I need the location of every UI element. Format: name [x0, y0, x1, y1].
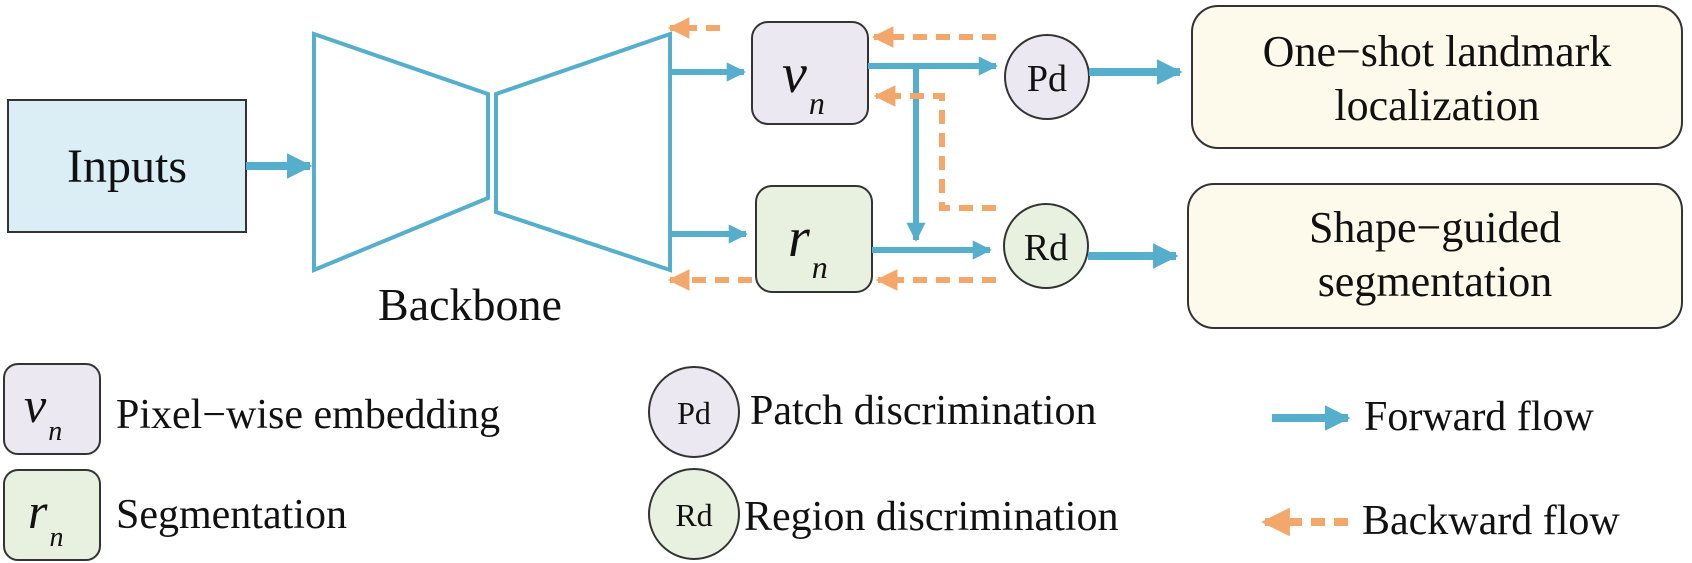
vn-box: [751, 21, 869, 125]
rn-subscript: n: [812, 249, 828, 285]
task-segmentation-box: [1187, 183, 1683, 329]
legend-rn-desc: Segmentation: [116, 492, 347, 538]
legend-pd-desc: Patch discrimination: [750, 388, 1096, 434]
legend-pd-circle: [648, 366, 740, 458]
vn-symbol: v: [782, 43, 807, 105]
task-segmentation-line1: Shape−guided: [1309, 203, 1561, 252]
backbone-encoder-shape: [312, 31, 490, 273]
legend-rn-box: [3, 469, 101, 561]
legend-vn-box: [3, 363, 101, 455]
rn-symbol: r: [788, 207, 810, 269]
rn-label: rn: [788, 207, 828, 285]
legend-backward-desc: Backward flow: [1362, 498, 1620, 544]
backward-arrow-rd-vn: [873, 85, 996, 211]
legend-vn-subscript: n: [48, 416, 62, 447]
backbone-decoder-shape: [494, 31, 672, 273]
task-landmark-line1: One−shot landmark: [1263, 27, 1612, 76]
rd-label: Rd: [1024, 227, 1068, 269]
inputs-box: [7, 99, 247, 233]
legend-rd-circle: [648, 468, 740, 560]
task-segmentation-line2: segmentation: [1318, 257, 1553, 306]
vn-label: vn: [782, 43, 825, 121]
vn-subscript: n: [809, 85, 825, 121]
legend-vn-symbol: v: [24, 377, 47, 433]
legend-rn-symbol: r: [28, 483, 48, 539]
legend-vn-desc: Pixel−wise embedding: [116, 392, 500, 438]
legend-rd-label: Rd: [675, 497, 712, 533]
inputs-label: Inputs: [67, 140, 187, 193]
legend-rn-subscript: n: [49, 522, 63, 553]
task-landmark-box: [1191, 5, 1683, 149]
pd-label: Pd: [1027, 58, 1067, 100]
legend-vn-label: vn: [24, 377, 62, 447]
legend: vn Pixel−wise embedding rn Segmentation …: [3, 363, 1620, 561]
legend-rd-desc: Region discrimination: [744, 494, 1118, 540]
legend-rn-label: rn: [28, 483, 63, 553]
task-landmark-line2: localization: [1334, 81, 1539, 130]
pd-circle: [1004, 34, 1090, 120]
rn-box: [755, 185, 873, 293]
rd-circle: [1003, 203, 1089, 289]
legend-forward-desc: Forward flow: [1364, 394, 1594, 440]
legend-pd-label: Pd: [677, 395, 711, 431]
backbone-label: Backbone: [378, 279, 562, 330]
